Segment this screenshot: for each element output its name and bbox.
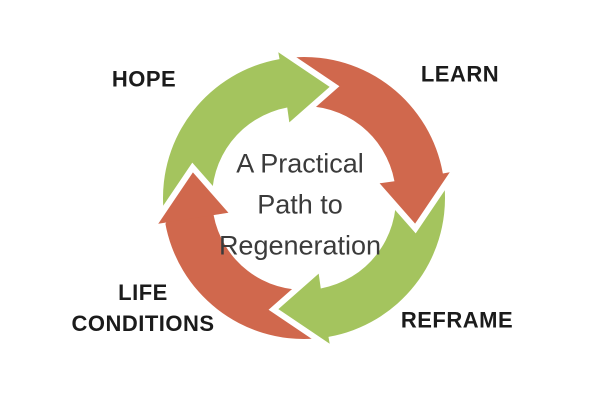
center-title-line1: A Practical [236,148,364,179]
cycle-arrow-top [156,39,340,215]
step-label-reframe: REFRAME [400,307,514,333]
cycle-arrow-right [287,50,463,234]
center-title-line3: Regeneration [218,230,382,261]
step-label-hope: HOPE [111,66,177,92]
center-title-line2: Path to [257,189,343,220]
center-title: A Practical Path to Regeneration [219,144,381,267]
step-label-life-conditions-line1: LIFE [118,280,168,305]
step-label-learn: LEARN [420,61,500,87]
cycle-arrow-bottom [268,181,452,357]
step-label-life-conditions-line2: CONDITIONS [71,311,215,336]
cycle-arrow-left-head [158,172,229,224]
step-label-life-conditions: LIFE CONDITIONS [71,277,214,339]
